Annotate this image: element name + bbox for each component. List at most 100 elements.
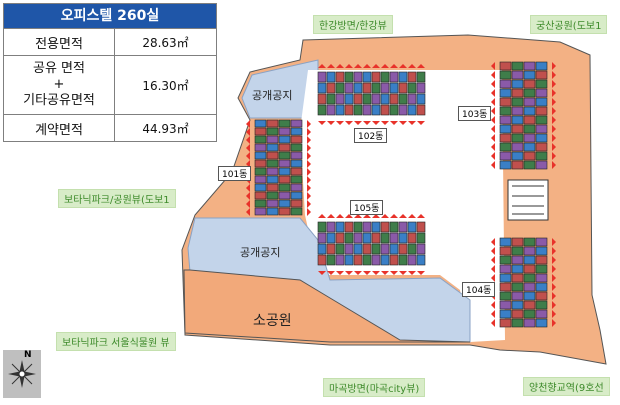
unit-cell	[511, 282, 524, 292]
view-arrow-icon	[552, 62, 556, 70]
unit-cell	[407, 82, 417, 94]
unit-cell	[523, 309, 536, 319]
info-value: 44.93㎡	[142, 121, 189, 136]
unit-cell	[371, 71, 381, 83]
view-arrow-icon	[491, 80, 495, 88]
unit-cell	[290, 167, 303, 176]
open-space-top	[241, 59, 319, 119]
unit-cell	[278, 199, 291, 208]
unit-cell	[511, 273, 524, 283]
unit-cell	[389, 71, 399, 83]
view-arrow-icon	[318, 271, 326, 275]
view-arrow-icon	[318, 64, 326, 68]
unit-cell	[317, 93, 327, 105]
view-arrow-icon	[372, 271, 380, 275]
unit-cell	[266, 191, 279, 200]
unit-cell	[344, 221, 354, 233]
unit-cell	[362, 221, 372, 233]
unit-cell	[398, 243, 408, 255]
view-arrow-icon	[408, 121, 416, 125]
view-arrow-icon	[552, 89, 556, 97]
info-value: 16.30㎡	[142, 78, 189, 93]
unit-cell	[511, 142, 524, 152]
unit-cell	[523, 237, 536, 247]
unit-cell	[535, 246, 548, 256]
unit-cell	[326, 82, 336, 94]
unit-cell	[326, 243, 336, 255]
unit-cell	[499, 160, 512, 170]
unit-cell	[317, 254, 327, 266]
view-arrow-icon	[552, 80, 556, 88]
unit-cell	[416, 254, 426, 266]
unit-cell	[523, 106, 536, 116]
view-arrow-icon	[552, 107, 556, 115]
unit-cell	[523, 255, 536, 265]
unit-cell	[407, 104, 417, 116]
unit-cell	[416, 232, 426, 244]
view-arrow-icon	[491, 134, 495, 142]
unit-cell	[416, 243, 426, 255]
unit-cell	[511, 318, 524, 328]
unit-cell	[398, 221, 408, 233]
unit-cell	[535, 282, 548, 292]
view-arrow-icon	[318, 214, 326, 218]
unit-cell	[499, 309, 512, 319]
unit-cell	[499, 300, 512, 310]
unit-cell	[389, 232, 399, 244]
unit-cell	[398, 232, 408, 244]
view-arrow-icon	[491, 310, 495, 318]
info-label: 계약면적	[4, 115, 115, 141]
unit-cell	[389, 221, 399, 233]
unit-cell	[380, 254, 390, 266]
courtyard	[300, 70, 505, 342]
unit-cell	[371, 232, 381, 244]
view-arrow-icon	[354, 64, 362, 68]
view-arrow-icon	[354, 271, 362, 275]
unit-cell	[511, 291, 524, 301]
unit-cell	[499, 255, 512, 265]
unit-cell	[398, 254, 408, 266]
view-arrow-icon	[336, 121, 344, 125]
unit-cell	[523, 124, 536, 134]
unit-cell	[353, 232, 363, 244]
unit-cell	[523, 264, 536, 274]
view-tag-yangcheon-station: 양천향교역(9호선	[523, 377, 610, 396]
view-arrow-icon	[363, 64, 371, 68]
unit-cell	[362, 232, 372, 244]
view-arrow-icon	[307, 136, 311, 144]
view-arrow-icon	[552, 265, 556, 273]
view-arrow-icon	[552, 301, 556, 309]
unit-cell	[535, 70, 548, 80]
info-row-exclusive: 전용면적 28.63㎡	[4, 28, 216, 55]
view-arrow-icon	[336, 214, 344, 218]
unit-cell	[290, 207, 303, 216]
unit-cell	[362, 243, 372, 255]
unit-cell	[254, 159, 267, 168]
unit-cell	[326, 232, 336, 244]
unit-cell	[511, 151, 524, 161]
unit-cell	[290, 135, 303, 144]
unit-cell	[407, 93, 417, 105]
unit-cell	[535, 318, 548, 328]
view-arrow-icon	[552, 125, 556, 133]
unit-cell	[523, 142, 536, 152]
view-arrow-icon	[552, 143, 556, 151]
view-arrow-icon	[491, 238, 495, 246]
info-label: 전용면적	[4, 29, 115, 55]
unit-cell	[407, 243, 417, 255]
view-arrow-icon	[345, 64, 353, 68]
unit-cell	[511, 88, 524, 98]
view-arrow-icon	[307, 144, 311, 152]
unit-cell	[535, 142, 548, 152]
view-arrow-icon	[345, 214, 353, 218]
view-tag-botanic-park: 보타닉파크/공원뷰(도보1	[58, 189, 176, 208]
unit-cell	[371, 243, 381, 255]
unit-cell	[254, 143, 267, 152]
unit-cell	[499, 291, 512, 301]
unit-cell	[344, 232, 354, 244]
unit-cell	[407, 221, 417, 233]
unit-cell	[380, 232, 390, 244]
unit-cell	[290, 199, 303, 208]
unit-cell	[535, 79, 548, 89]
view-arrow-icon	[552, 256, 556, 264]
